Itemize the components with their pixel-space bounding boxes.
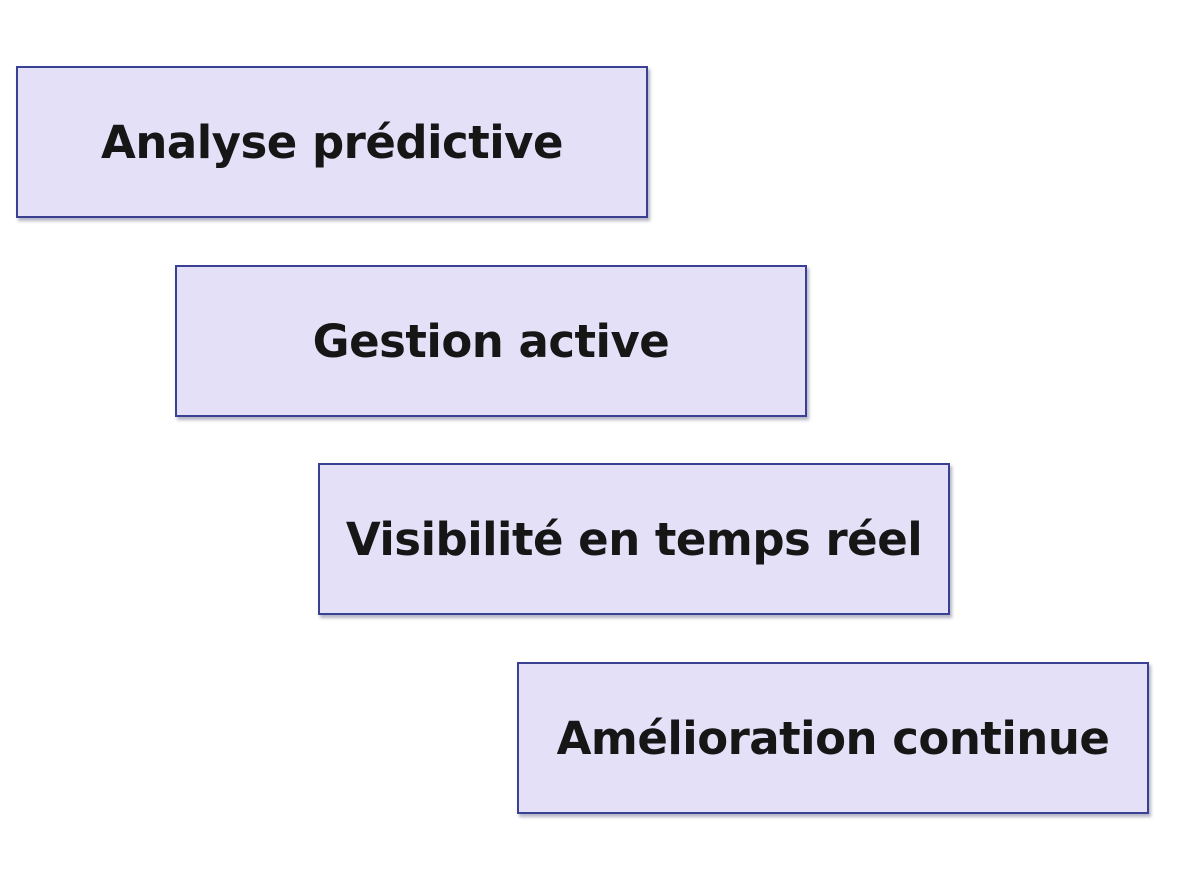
step-label: Analyse prédictive	[101, 115, 563, 169]
step-label: Visibilité en temps réel	[345, 512, 923, 566]
step-label: Amélioration continue	[556, 711, 1110, 765]
step-box-amelioration-continue: Amélioration continue	[517, 662, 1149, 814]
step-label: Gestion active	[312, 314, 670, 368]
step-box-analyse-predictive: Analyse prédictive	[16, 66, 648, 218]
step-box-gestion-active: Gestion active	[175, 265, 807, 417]
step-box-visibilite-temps-reel: Visibilité en temps réel	[318, 463, 950, 615]
